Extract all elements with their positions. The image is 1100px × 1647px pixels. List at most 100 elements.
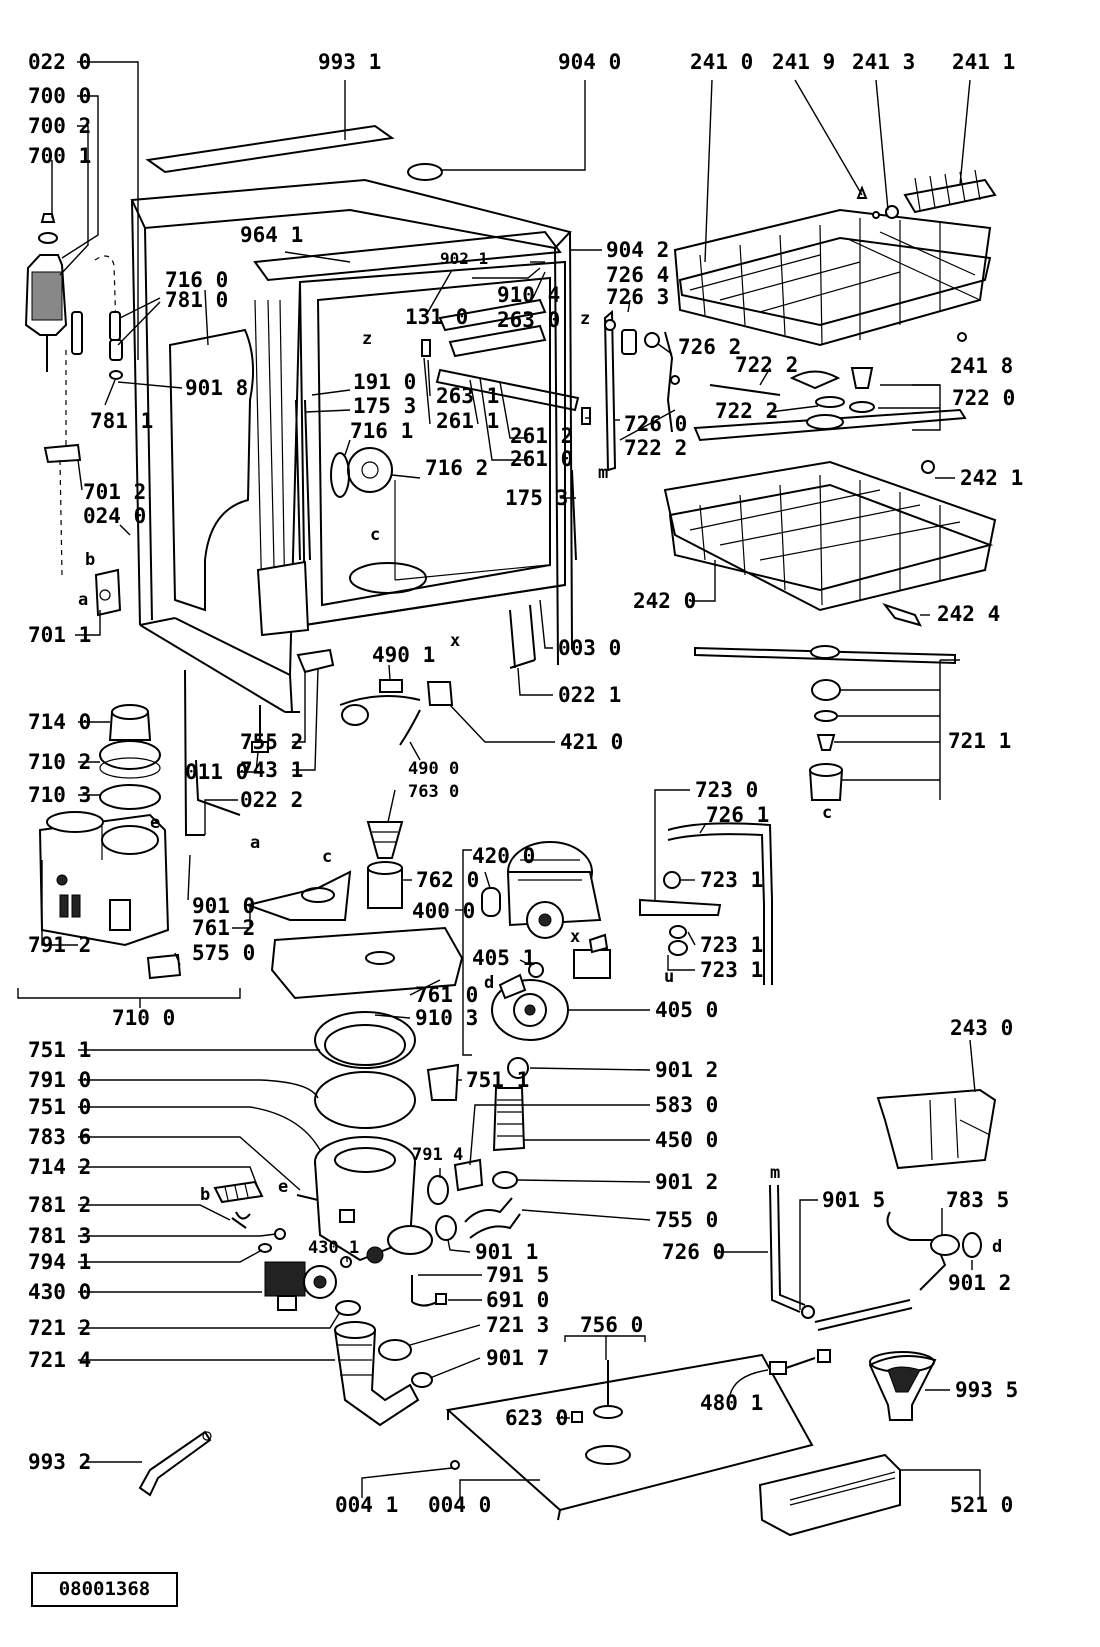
label-450-0: 450 0 xyxy=(655,1128,718,1152)
label-242-4: 242 4 xyxy=(937,602,1000,626)
label-910-3: 910 3 xyxy=(415,1006,478,1030)
float-switch-part xyxy=(146,953,182,980)
label-261-2: 261 2 xyxy=(510,424,573,448)
spray-pipe-part xyxy=(667,822,773,985)
label-904-0: 904 0 xyxy=(558,50,621,74)
label-241-8: 241 8 xyxy=(950,354,1013,378)
label-901-2-a: 901 2 xyxy=(655,1058,718,1082)
label-755-2: 755 2 xyxy=(240,730,303,754)
label-721-1: 721 1 xyxy=(948,729,1011,753)
lower-basket-part xyxy=(663,460,997,612)
label-761-0: 761 0 xyxy=(415,983,478,1007)
label-420-0: 420 0 xyxy=(472,844,535,868)
heater-tube-part xyxy=(492,1087,526,1152)
letter-d: d xyxy=(484,973,494,993)
label-901-1: 901 1 xyxy=(475,1240,538,1264)
label-710-0: 710 0 xyxy=(112,1006,175,1030)
label-791-0: 791 0 xyxy=(28,1068,91,1092)
label-901-5: 901 5 xyxy=(822,1188,885,1212)
label-022-1: 022 1 xyxy=(558,683,621,707)
label-723-0: 723 0 xyxy=(695,778,758,802)
control-panel-part xyxy=(758,1453,901,1537)
label-175-3-a: 175 3 xyxy=(353,394,416,418)
label-175-3-b: 175 3 xyxy=(505,486,568,510)
label-701-1: 701 1 xyxy=(28,623,91,647)
label-726-0-b: 726 0 xyxy=(662,1240,725,1264)
letter-x: x xyxy=(450,631,460,651)
hinge-arm-part xyxy=(603,309,617,472)
label-716-0: 716 0 xyxy=(165,268,228,292)
label-901-7: 901 7 xyxy=(486,1346,549,1370)
label-743-1: 743 1 xyxy=(240,758,303,782)
label-241-1: 241 1 xyxy=(952,50,1015,74)
label-700-0: 700 0 xyxy=(28,84,91,108)
upper-basket-part xyxy=(673,208,992,347)
label-011-0: 011 0 xyxy=(185,760,248,784)
label-691-0: 691 0 xyxy=(486,1288,549,1312)
label-756-0: 756 0 xyxy=(580,1313,643,1337)
label-242-1: 242 1 xyxy=(960,466,1023,490)
label-723-1-b: 723 1 xyxy=(700,933,763,957)
label-710-3: 710 3 xyxy=(28,783,91,807)
cabinet-frame xyxy=(130,178,591,713)
label-904-2: 904 2 xyxy=(606,238,669,262)
wrench-part xyxy=(138,1430,212,1497)
hinge-plate-part xyxy=(256,560,310,637)
connection-letters: z z c c c b b a a x x m m e e d d u xyxy=(78,309,1002,1257)
label-722-2-b: 722 2 xyxy=(715,399,778,423)
drain-pump-part xyxy=(264,1261,337,1311)
label-726-1: 726 1 xyxy=(706,803,769,827)
letter-c: c xyxy=(370,525,380,545)
letter-x: x xyxy=(570,927,580,947)
label-781-2: 781 2 xyxy=(28,1193,91,1217)
sump-seal-part xyxy=(314,1011,416,1069)
label-721-2: 721 2 xyxy=(28,1316,91,1340)
label-710-2: 710 2 xyxy=(28,750,91,774)
leader-lines xyxy=(17,61,981,1498)
label-700-2: 700 2 xyxy=(28,114,91,138)
label-755-0: 755 0 xyxy=(655,1208,718,1232)
water-softener-part xyxy=(38,811,170,947)
label-993-2: 993 2 xyxy=(28,1450,91,1474)
letter-b: b xyxy=(85,550,95,570)
label-131-0: 131 0 xyxy=(405,305,468,329)
drain-elbow-part xyxy=(333,1321,420,1427)
cap-part xyxy=(407,163,443,181)
document-number: 08001368 xyxy=(31,1572,178,1607)
label-726-3: 726 3 xyxy=(606,285,669,309)
label-261-1: 261 1 xyxy=(436,409,499,433)
label-722-2-a: 722 2 xyxy=(735,353,798,377)
label-993-1: 993 1 xyxy=(318,50,381,74)
ring-nut-part xyxy=(99,740,161,770)
circulation-motor-part xyxy=(506,841,602,939)
label-721-3: 721 3 xyxy=(486,1313,549,1337)
label-783-5: 783 5 xyxy=(946,1188,1009,1212)
label-003-0: 003 0 xyxy=(558,636,621,660)
label-781-3: 781 3 xyxy=(28,1224,91,1248)
label-723-1-a: 723 1 xyxy=(700,868,763,892)
part-labels: 022 0 700 0 700 2 700 1 993 1 904 0 241 … xyxy=(28,50,1023,1517)
label-714-0: 714 0 xyxy=(28,710,91,734)
label-024-0: 024 0 xyxy=(83,504,146,528)
label-241-3: 241 3 xyxy=(852,50,915,74)
label-490-0: 490 0 xyxy=(408,759,459,779)
sump-part xyxy=(314,1136,433,1264)
base-plate-part xyxy=(445,1353,814,1521)
label-583-0: 583 0 xyxy=(655,1093,718,1117)
label-751-1-b: 751 1 xyxy=(466,1068,529,1092)
label-022-2: 022 2 xyxy=(240,788,303,812)
label-910-4: 910 4 xyxy=(497,283,560,307)
label-575-0: 575 0 xyxy=(192,941,255,965)
top-strip-part xyxy=(145,124,395,174)
label-751-1-a: 751 1 xyxy=(28,1038,91,1062)
label-723-1-c: 723 1 xyxy=(700,958,763,982)
supply-hose-part xyxy=(769,1184,801,1313)
label-022-0: 022 0 xyxy=(28,50,91,74)
label-763-0: 763 0 xyxy=(408,782,459,802)
label-263-1: 263 1 xyxy=(436,384,499,408)
label-751-0: 751 0 xyxy=(28,1095,91,1119)
filter-plate-part xyxy=(270,926,464,1000)
letter-a: a xyxy=(250,833,260,853)
letter-u: u xyxy=(664,967,674,987)
